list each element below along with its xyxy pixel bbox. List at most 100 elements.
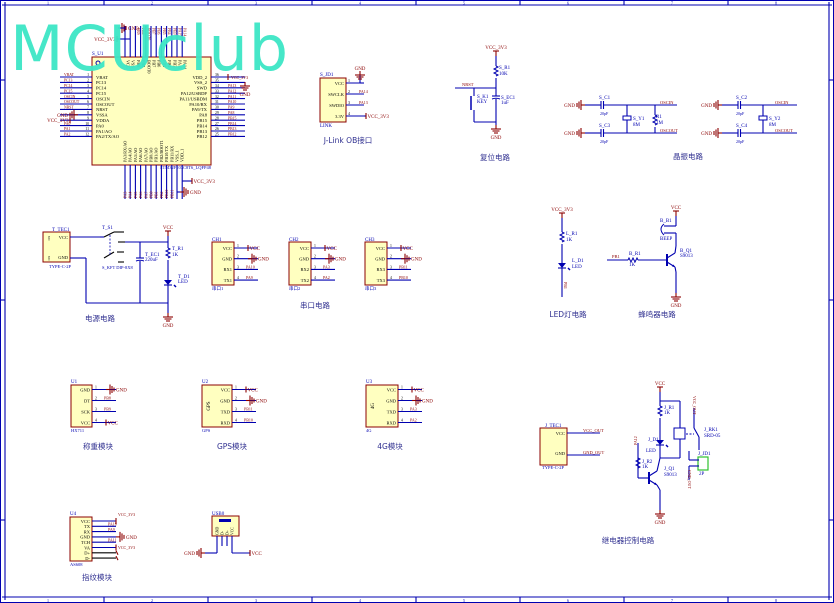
module-body (288, 241, 312, 286)
pin-name: VSS_1 (175, 150, 180, 162)
pin-number: 2 (401, 397, 403, 401)
net-label: PB15 (228, 116, 237, 120)
pin-name: GND (222, 257, 232, 262)
pin-name: VCC (335, 81, 344, 86)
pin-name: PB12 (197, 134, 208, 139)
pin-name: PB8 (141, 60, 146, 67)
pin-number: 3 (401, 408, 403, 412)
component-ref: J_R2 (642, 460, 653, 465)
net-label: PB0 (150, 191, 154, 198)
component-ref: T_R1 (172, 247, 184, 252)
pin-name: VCC (59, 235, 68, 240)
pin-name: D- (221, 530, 225, 535)
component-ref: S_Y1 (633, 117, 645, 122)
power-label: VCC (252, 552, 263, 557)
section-title-crystal: 晶振电路 (673, 151, 703, 161)
net-label: PA10 (228, 100, 236, 104)
component-ref: S_C2 (736, 96, 748, 101)
transistor-icon (666, 252, 676, 259)
pin-name: VSS (131, 60, 136, 68)
frame-col-label: 8 (775, 1, 777, 6)
net-label: PA4 (129, 191, 133, 198)
pin-name: PA2/TX/AO (96, 134, 120, 139)
pin-name: VCC (376, 246, 385, 251)
component-value: 8M (633, 123, 641, 128)
power-label: VCC_3V3 (194, 180, 216, 185)
frame-col-label: 4 (359, 1, 361, 6)
pin-number: 11 (85, 127, 89, 131)
net-label: GND_OUT (583, 450, 604, 455)
pin-number: 12 (85, 133, 89, 137)
pin-name: TX (84, 524, 91, 529)
net-label: PA13 (359, 100, 368, 105)
module-body (364, 241, 388, 286)
pin-name: VCC (126, 60, 131, 69)
pin-name: SWCLK (328, 92, 345, 97)
pin-name: RX3 (376, 267, 385, 272)
net-label: PB1 (612, 254, 620, 259)
pin-name: PB9 (136, 60, 141, 67)
module-foot: 4G (366, 428, 372, 433)
module-foot: HX711 (71, 428, 84, 433)
pin-name: D+ (84, 551, 90, 556)
pin-number: 3 (87, 84, 89, 88)
gnd-label: GND (240, 93, 251, 98)
pin-number: 2 (87, 79, 89, 83)
pin-name: PA5/AO (133, 148, 138, 162)
pin-name: PB7 (152, 60, 157, 67)
switch-icon (103, 251, 115, 259)
component-ref: S_C3 (599, 124, 611, 129)
pin-name: PA4/AO (128, 148, 133, 162)
connector-ref: CH2 (289, 238, 299, 243)
led-icon (558, 263, 566, 268)
pin-name: PA9/TX (192, 107, 208, 112)
pin-number: 34 (215, 84, 219, 88)
component-value: 2P (699, 472, 705, 477)
mcu-part: STM32F103C8T6_LQFP48 (160, 165, 212, 170)
net-label: OSCIN (775, 100, 789, 105)
net-label: PA14 (183, 28, 187, 36)
frame-col-label: 7 (671, 598, 673, 603)
pin-name: SCK (81, 409, 91, 414)
section-title-module: 4G模块 (377, 441, 403, 451)
pin-name: PA14 (183, 60, 188, 70)
module-body-label: GPS (207, 401, 212, 410)
pin-name: VCC (387, 387, 396, 392)
pin1-marker (95, 60, 101, 66)
gnd-label: GND (128, 27, 139, 32)
net-label: PA7 (144, 191, 148, 198)
component-value: 1M (656, 121, 664, 126)
pin-name: 3.3V (335, 114, 345, 119)
power-label: VCC_3V3 (94, 38, 116, 43)
led-light-icon (567, 267, 571, 271)
component-value: 1K (629, 263, 636, 268)
frame-col-label: 6 (567, 1, 569, 6)
connector-foot: TYPE-C-2P (542, 465, 564, 470)
power-label: VCC (414, 389, 425, 394)
section-title-module: 称重模块 (83, 441, 113, 451)
pin-number: 2 (235, 397, 237, 401)
pin-number: 2 (95, 397, 97, 401)
pin-name: NRST (96, 107, 108, 112)
power-label: VCC (327, 247, 338, 252)
pin-number: 32 (215, 95, 219, 99)
component-value: 220uF (145, 258, 158, 263)
pin-number: 4 (237, 276, 239, 280)
pin-name: D+ (226, 530, 230, 535)
module-ref: U4 (70, 512, 77, 517)
resistor-icon (164, 247, 172, 259)
net-label: PA15 (178, 28, 182, 36)
component-value: LED (572, 265, 582, 270)
component-value: 1K (566, 238, 573, 243)
section-title-power: 电源电路 (85, 313, 115, 323)
pin-name: NC (47, 256, 51, 262)
pin-name: PB1/AO (154, 148, 159, 162)
no-connect-icon (115, 555, 119, 561)
net-label: NRST (64, 106, 74, 110)
pin-name: PA1/AO (96, 129, 112, 134)
resistor-icon (634, 457, 642, 469)
net-label: PB12 (228, 133, 237, 137)
connector-foot: TYPE-C-2P (49, 264, 71, 269)
pin-name: PB6 (157, 60, 162, 67)
resistor-icon (492, 65, 500, 77)
